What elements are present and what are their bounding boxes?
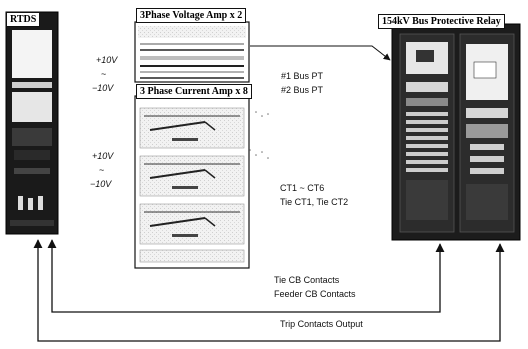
contacts-label-1: Tie CB Contacts	[274, 276, 339, 285]
voltage-upper-minus: −10V	[92, 84, 113, 93]
ct-label-1: CT1 ~ CT6	[280, 184, 324, 193]
faint-connection-marks	[249, 111, 269, 159]
trip-arrow	[38, 240, 500, 341]
current-amp-title: 3 Phase Current Amp x 8	[136, 84, 252, 99]
voltage-amp-rack	[135, 22, 249, 82]
bus-pt-1-label: #1 Bus PT	[281, 72, 323, 81]
voltage-lower-tilde: ~	[99, 166, 104, 175]
voltage-amp-title: 3Phase Voltage Amp x 2	[136, 8, 246, 23]
ct-label-2: Tie CT1, Tie CT2	[280, 198, 348, 207]
relay-title: 154kV Bus Protective Relay	[378, 14, 505, 29]
current-amp-rack	[135, 96, 249, 268]
contacts-label-2: Feeder CB Contacts	[274, 290, 356, 299]
voltage-upper-tilde: ~	[101, 70, 106, 79]
voltage-upper-plus: +10V	[96, 56, 117, 65]
relay-panel	[392, 24, 520, 240]
bus-pt-2-label: #2 Bus PT	[281, 86, 323, 95]
rtds-title: RTDS	[6, 12, 40, 27]
voltage-lower-minus: −10V	[90, 180, 111, 189]
amp-to-relay-arrow	[250, 46, 390, 60]
trip-label: Trip Contacts Output	[280, 320, 363, 329]
voltage-lower-plus: +10V	[92, 152, 113, 161]
rtds-cabinet	[6, 12, 58, 234]
